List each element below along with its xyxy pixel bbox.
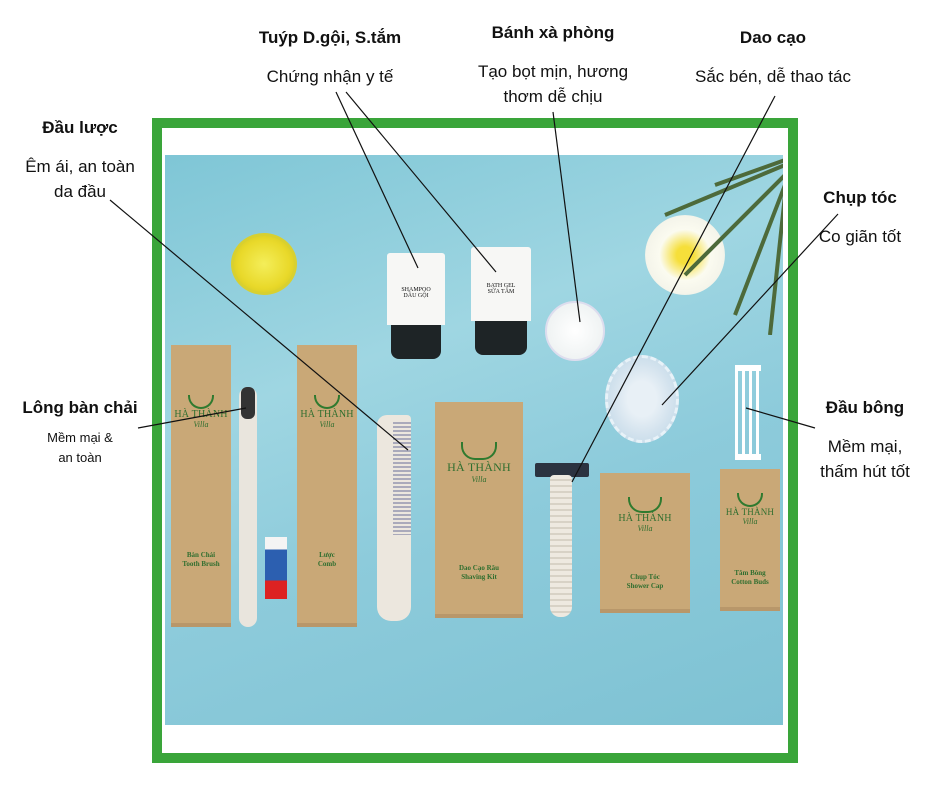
annotation-title: Dao cạo xyxy=(739,28,807,47)
package-label-vi: Lược xyxy=(319,551,335,559)
package-label-vi: Bàn Chải xyxy=(186,551,216,559)
annotation-desc: Mềm mại & xyxy=(47,430,113,445)
annotation-title: Chụp tóc xyxy=(823,188,897,207)
annotation-desc: Co giãn tốt xyxy=(818,227,902,246)
soap-bar xyxy=(545,301,605,361)
tube-label-2: SỮA TẮM xyxy=(487,289,515,295)
brand-sub: Villa xyxy=(742,517,758,526)
brand-name: HÀ THÀNH xyxy=(618,513,672,524)
tube-label-1: SHAMPOO xyxy=(401,287,431,293)
annotation-desc: thấm hút tốt xyxy=(820,462,910,481)
line-comb xyxy=(109,199,409,451)
brand-name: HÀ THÀNH xyxy=(447,460,511,474)
package-label-en: Shower Cap xyxy=(626,582,664,590)
annotation-razor: Dao cạo Sắc bén, dễ thao tác xyxy=(683,25,863,89)
package-label-vi: Tăm Bông xyxy=(734,569,766,577)
tube-label-1: BATH GEL xyxy=(486,283,516,289)
annotation-desc: an toàn xyxy=(58,450,102,465)
tube-label-2: DẦU GỘI xyxy=(403,293,429,299)
shower-cap xyxy=(605,355,679,443)
line-cap xyxy=(661,213,839,406)
toothbrush xyxy=(239,387,257,627)
bath-gel-tube: BATH GEL SỮA TẮM xyxy=(471,247,531,359)
annotation-title: Tuýp D.gội, S.tắm xyxy=(258,28,402,47)
line-brush xyxy=(137,407,247,429)
razor-head xyxy=(535,463,589,477)
package-label-en: Comb xyxy=(317,560,337,568)
shampoo-tube: SHAMPOO DẦU GỘI xyxy=(387,253,445,363)
annotation-desc: da đầu xyxy=(54,182,106,201)
cotton-buds xyxy=(735,365,761,460)
product-photo: SHAMPOO DẦU GỘI BATH GEL SỮA TẮM HÀ THÀN… xyxy=(165,155,783,725)
line-tube-shampoo xyxy=(335,91,419,269)
annotation-title: Đầu bông xyxy=(825,398,905,417)
package-label-en: Cotton Buds xyxy=(731,578,769,586)
brand-sub: Villa xyxy=(319,420,335,429)
annotation-title: Đầu lược xyxy=(42,118,118,137)
line-buds xyxy=(745,407,816,429)
razor-handle xyxy=(550,475,572,617)
annotation-desc: thơm dễ chịu xyxy=(503,87,603,106)
annotation-desc: Êm ái, an toàn xyxy=(25,157,135,176)
brand-sub: Villa xyxy=(637,524,653,533)
annotation-desc: Tạo bọt mịn, hương xyxy=(477,62,629,81)
brand-sub: Villa xyxy=(471,475,487,484)
line-razor xyxy=(571,95,776,483)
annotation-soap: Bánh xà phòng Tạo bọt mịn, hương thơm dễ… xyxy=(453,20,653,109)
annotation-title: Lông bàn chải xyxy=(22,398,138,417)
annotation-comb: Đầu lược Êm ái, an toàn da đầu xyxy=(0,115,160,204)
annotation-cap: Chụp tóc Co giãn tốt xyxy=(790,185,930,249)
package-label-en: Tooth Brush xyxy=(182,560,220,568)
annotation-desc: Mềm mại, xyxy=(827,437,903,456)
package-label-en: Shaving Kit xyxy=(461,573,497,581)
annotation-tubes: Tuýp D.gội, S.tắm Chứng nhận y tế xyxy=(230,25,430,89)
annotation-buds: Đầu bông Mềm mại, thấm hút tốt xyxy=(795,395,935,484)
lemon-slice xyxy=(231,233,297,295)
toothpaste xyxy=(265,537,287,599)
annotation-brush: Lông bàn chải Mềm mại & an toàn xyxy=(0,395,160,468)
annotation-title: Bánh xà phòng xyxy=(491,23,615,42)
plumeria-flower xyxy=(645,215,725,295)
brand-name: HÀ THÀNH xyxy=(300,409,354,420)
package-label-vi: Chụp Tóc xyxy=(630,573,660,581)
annotation-desc: Chứng nhận y tế xyxy=(266,67,394,86)
toothbrush-bristles xyxy=(241,387,255,419)
brand-name: HÀ THÀNH xyxy=(174,409,228,420)
line-soap xyxy=(552,111,581,323)
line-tube-gel xyxy=(345,91,497,273)
package-label-vi: Dao Cạo Râu xyxy=(458,564,500,572)
brand-name: HÀ THÀNH xyxy=(725,507,775,517)
palm-leaf xyxy=(664,158,783,335)
annotation-desc: Sắc bén, dễ thao tác xyxy=(695,67,851,86)
brand-sub: Villa xyxy=(193,420,209,429)
